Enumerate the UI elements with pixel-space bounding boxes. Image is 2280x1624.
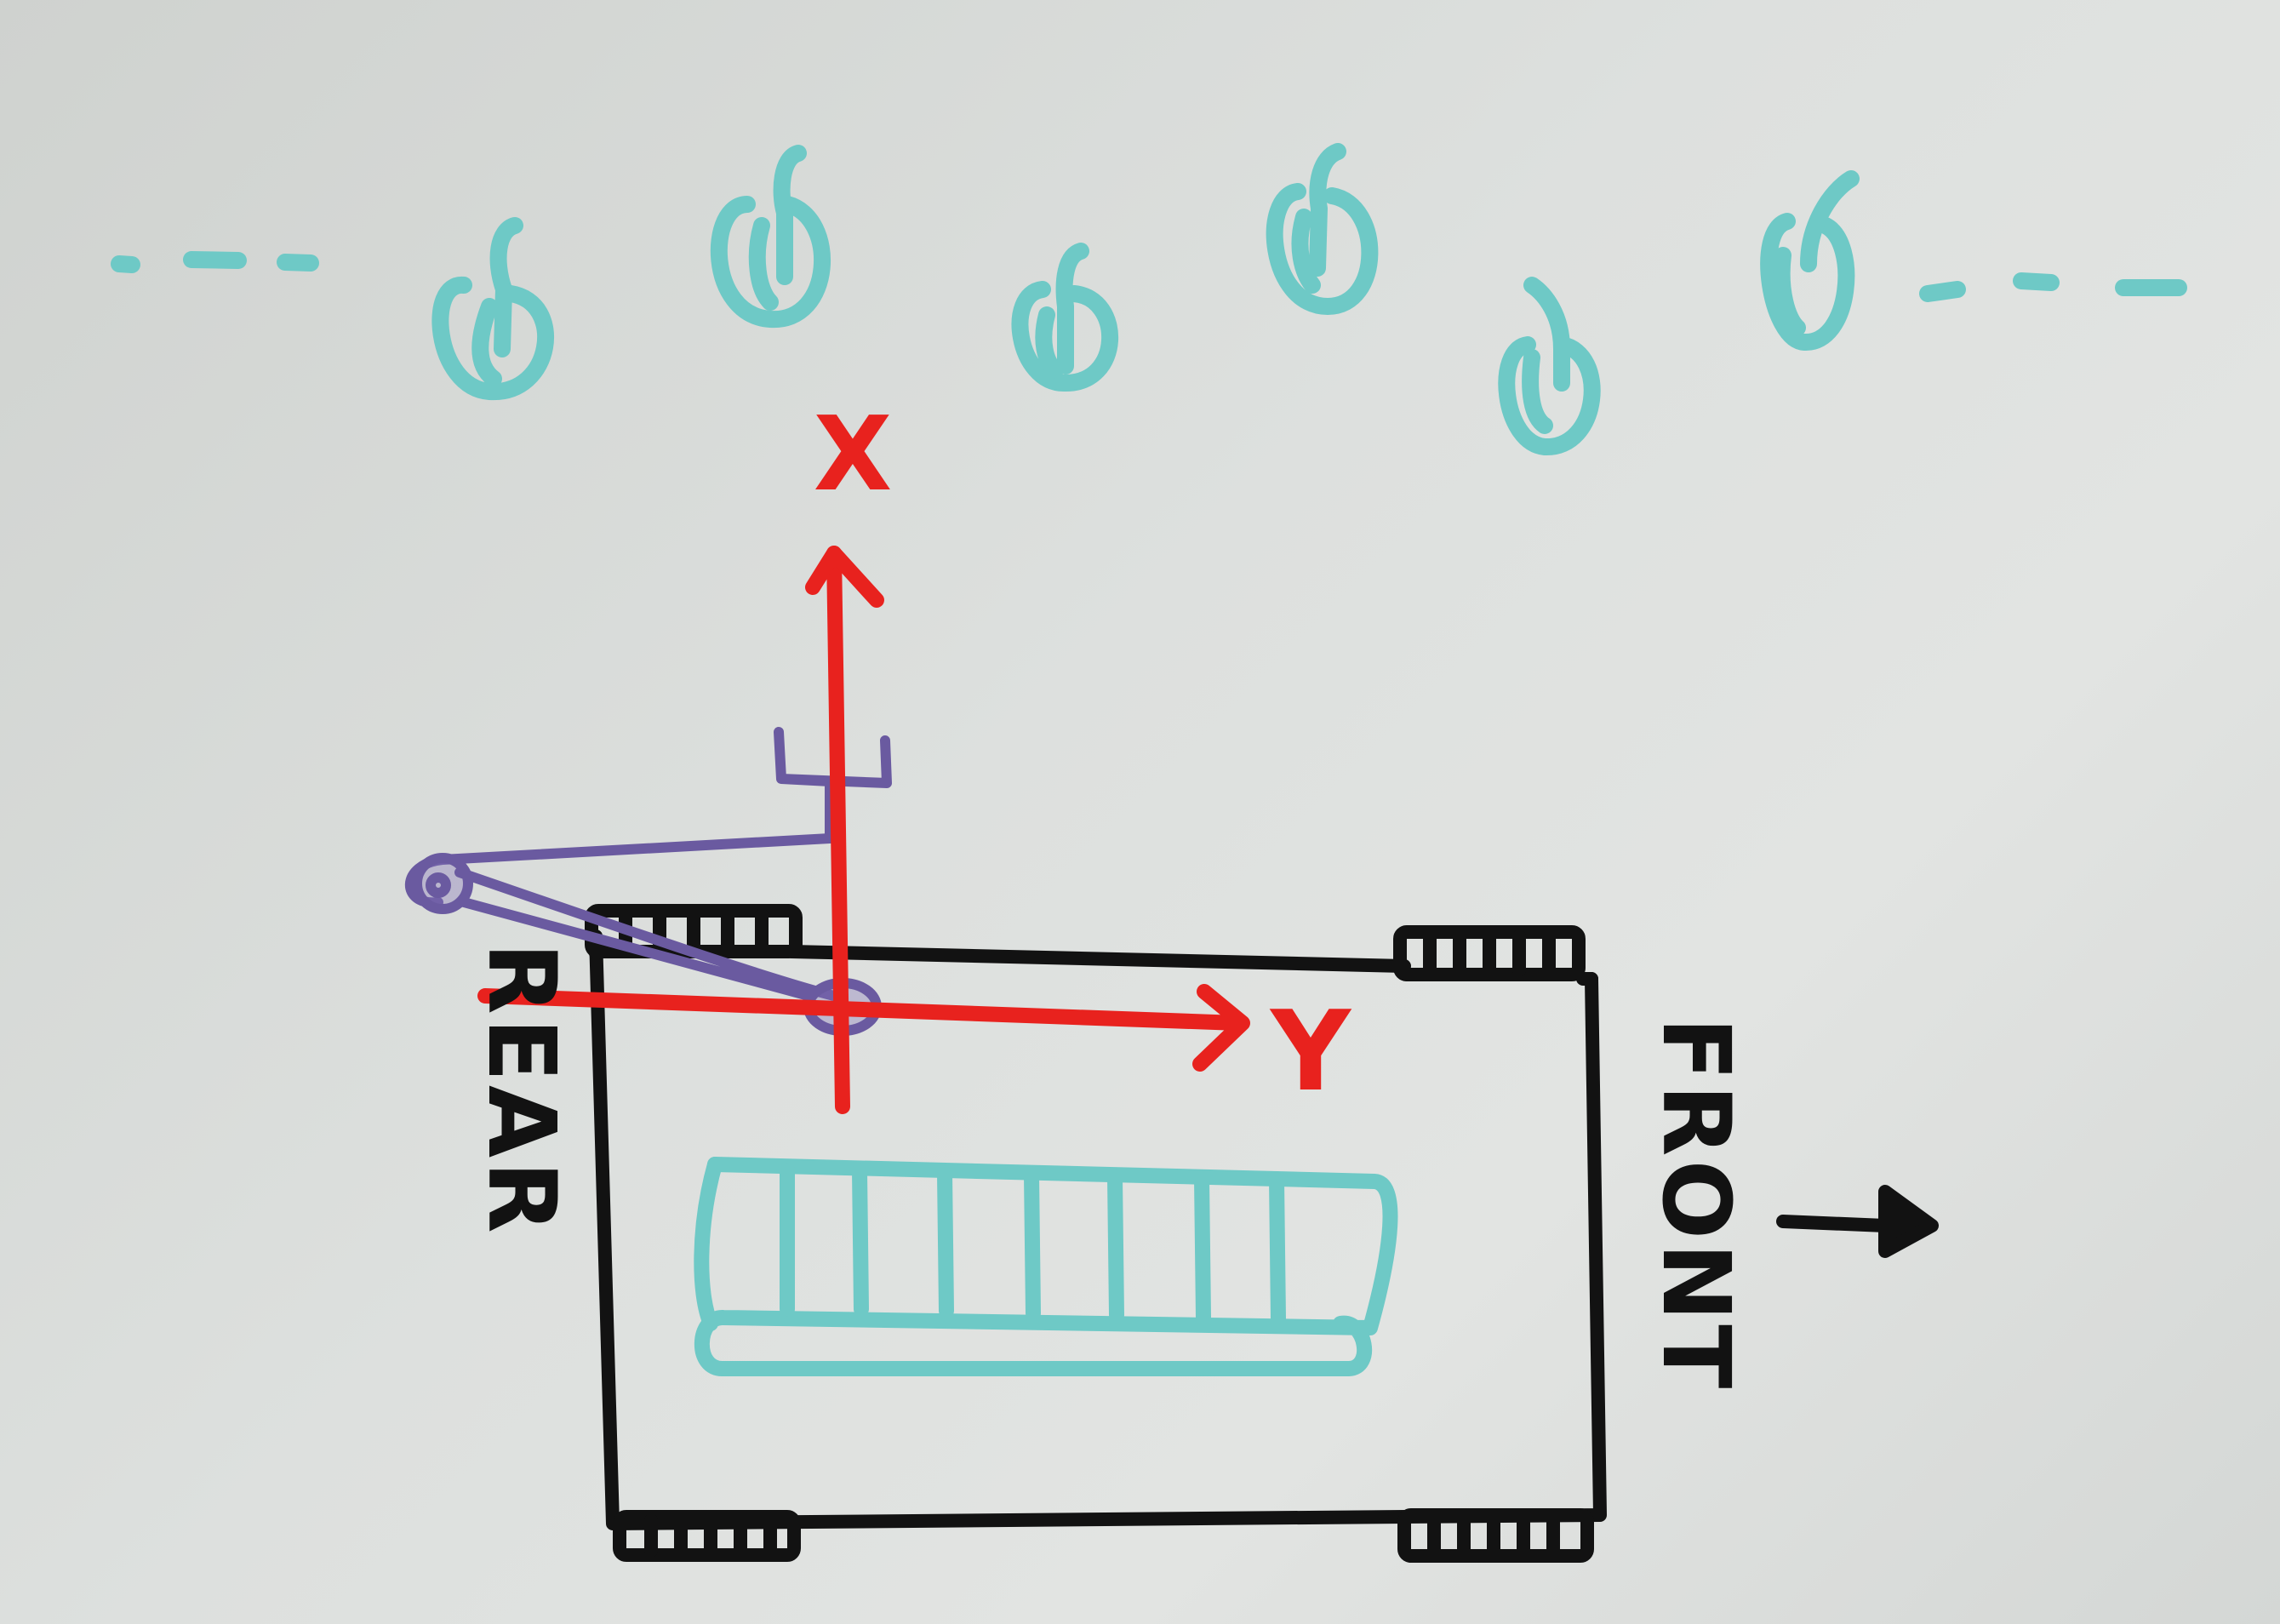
gripper-arm-lower bbox=[454, 867, 839, 1001]
arrow-right-icon bbox=[1776, 1185, 1939, 1258]
chain-link-icon bbox=[1266, 143, 1379, 315]
x-axis-label: X bbox=[814, 396, 893, 514]
front-label: FRONT bbox=[1642, 1017, 1751, 1392]
chain-dash-left-3 bbox=[277, 254, 319, 272]
rear-label: REAR bbox=[467, 942, 576, 1237]
coordinate-axes bbox=[477, 546, 1250, 1114]
y-axis-arrowhead bbox=[1192, 984, 1250, 1072]
joint-chain bbox=[111, 143, 2187, 455]
chain-link-icon bbox=[1760, 170, 1860, 351]
chain-link-icon bbox=[1011, 243, 1118, 392]
y-axis-line bbox=[477, 988, 1246, 1031]
gripper-pivot-pin bbox=[426, 872, 451, 898]
vehicle-body-outline bbox=[589, 929, 1607, 1530]
chain-link-icon bbox=[1498, 277, 1601, 455]
vehicle-track bbox=[694, 1157, 1398, 1376]
vehicle bbox=[585, 904, 1939, 1563]
gripper-arm bbox=[404, 727, 892, 1036]
wheel-front-bottom bbox=[1397, 1508, 1594, 1563]
chain-dash-right-2 bbox=[2013, 272, 2060, 291]
chain-dash-right-1 bbox=[1919, 281, 1966, 302]
gripper-arm-upper bbox=[404, 833, 835, 908]
chain-dash-left-1 bbox=[111, 255, 140, 273]
y-axis-label: Y bbox=[1269, 986, 1352, 1116]
chain-link-icon bbox=[431, 217, 555, 401]
chain-link-icon bbox=[710, 145, 831, 329]
wheel-rear-bottom bbox=[613, 1510, 801, 1562]
x-axis-arrowhead bbox=[805, 546, 884, 608]
x-axis-line bbox=[826, 546, 850, 1114]
wheel-front-top bbox=[1393, 925, 1586, 981]
